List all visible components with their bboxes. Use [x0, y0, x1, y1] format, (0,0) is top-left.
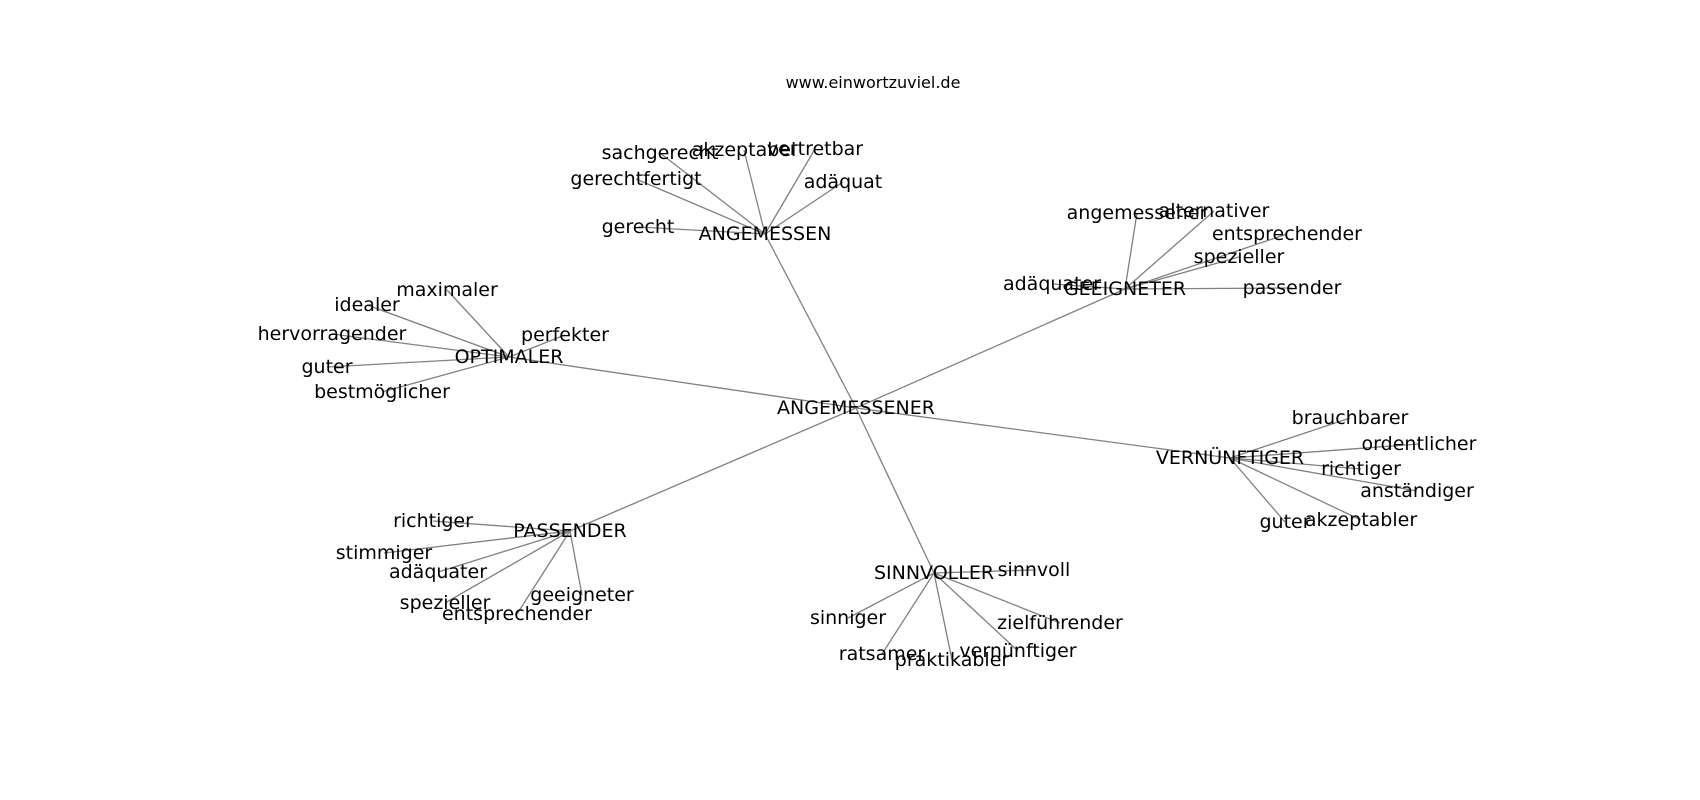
- edge-hub-1-leaf-2: [1124, 233, 1288, 290]
- leaf-node-label: spezieller: [400, 592, 491, 614]
- leaf-node-label: spezieller: [1194, 246, 1285, 268]
- edge-root-hub-2: [508, 356, 857, 409]
- hub-node-label: SINNVOLLER: [874, 562, 994, 584]
- edge-hub-1-leaf-4: [1051, 283, 1126, 290]
- leaf-node-label: guter: [301, 356, 352, 378]
- leaf-node-label: akzeptabler: [1305, 509, 1417, 531]
- edge-hub-5-leaf-0: [933, 569, 1035, 574]
- edge-root-hub-4: [569, 407, 857, 532]
- leaf-node-label: hervorragender: [258, 323, 407, 345]
- edge-hub-2-leaf-1: [366, 304, 510, 358]
- leaf-node-label: maximaler: [396, 279, 498, 301]
- edge-hub-3-leaf-1: [1229, 443, 1420, 459]
- site-label: www.einwortzuviel.de: [786, 73, 961, 92]
- edge-hub-1-leaf-0: [1124, 212, 1138, 290]
- leaf-node-label: idealer: [334, 294, 400, 316]
- edge-hub-1-leaf-1: [1124, 210, 1215, 290]
- leaf-node-label: entsprechender: [442, 603, 592, 625]
- edge-hub-1-leaf-3: [1124, 256, 1240, 290]
- edge-hub-0-leaf-4: [764, 181, 844, 235]
- leaf-node-label: stimmiger: [336, 542, 433, 564]
- leaf-node-label: bestmöglicher: [314, 381, 450, 403]
- leaf-node-label: alternativer: [1159, 200, 1270, 222]
- edge-hub-2-leaf-3: [508, 334, 566, 358]
- edge-hub-3-leaf-5: [1229, 457, 1362, 521]
- edge-hub-3-leaf-0: [1229, 417, 1351, 459]
- leaf-node-label: passender: [1243, 277, 1342, 299]
- edge-hub-2-leaf-2: [331, 333, 510, 358]
- edge-hub-3-leaf-2: [1229, 457, 1362, 470]
- edge-hub-4-leaf-2: [437, 530, 571, 573]
- edge-hub-4-leaf-5: [516, 530, 571, 615]
- edge-hub-5-leaf-4: [881, 572, 935, 655]
- edge-hub-5-leaf-2: [933, 572, 1061, 624]
- leaf-node-label: entsprechender: [1212, 223, 1362, 245]
- leaf-node-label: anständiger: [1360, 480, 1474, 502]
- leaf-node-label: sinnvoll: [998, 559, 1071, 581]
- edge-hub-2-leaf-5: [381, 356, 510, 393]
- leaf-node-label: praktikabler: [895, 649, 1010, 671]
- labels-layer: ANGEMESSENERANGEMESSENsachgerechtakzepta…: [258, 138, 1477, 671]
- edge-hub-0-leaf-2: [764, 148, 816, 235]
- leaf-node-label: adäquater: [1003, 273, 1101, 295]
- hub-node-label: VERNÜNFTIGER: [1156, 446, 1304, 469]
- edge-hub-5-leaf-3: [933, 572, 1019, 652]
- edge-hub-3-leaf-4: [1229, 457, 1286, 523]
- edge-hub-5-leaf-5: [933, 572, 953, 661]
- leaf-node-label: perfekter: [521, 324, 609, 346]
- leaf-node-label: adäquater: [389, 561, 487, 583]
- edge-root-hub-5: [855, 407, 935, 574]
- leaf-node-label: akzeptabel: [692, 139, 797, 161]
- hub-node-label: ANGEMESSEN: [699, 223, 832, 245]
- edge-hub-0-leaf-1: [743, 149, 766, 235]
- edge-hub-4-leaf-0: [432, 520, 571, 532]
- edge-hub-4-leaf-3: [444, 530, 571, 604]
- leaf-node-label: geeigneter: [530, 584, 634, 606]
- edge-hub-2-leaf-4: [326, 356, 510, 368]
- edge-hub-1-leaf-5: [1124, 287, 1293, 290]
- leaf-node-label: adäquat: [804, 171, 883, 193]
- leaf-node-label: sachgerecht: [602, 142, 719, 164]
- edge-root-hub-0: [764, 233, 857, 409]
- leaf-node-label: vernünftiger: [959, 640, 1076, 662]
- leaf-node-label: richtiger: [1321, 458, 1401, 480]
- leaf-node-label: ordentlicher: [1362, 433, 1477, 455]
- edge-root-hub-3: [855, 407, 1231, 459]
- leaf-node-label: angemessener: [1067, 202, 1208, 224]
- edge-hub-0-leaf-5: [637, 226, 766, 235]
- edge-hub-4-leaf-1: [383, 530, 571, 554]
- hub-node-label: OPTIMALER: [455, 346, 564, 368]
- edges-layer: [326, 148, 1420, 661]
- leaf-node-label: gerecht: [602, 216, 675, 238]
- leaf-node-label: sinniger: [810, 607, 886, 629]
- leaf-node-label: zielführender: [997, 612, 1123, 634]
- edge-hub-0-leaf-3: [635, 178, 766, 235]
- leaf-node-label: gerechtfertigt: [570, 168, 701, 190]
- leaf-node-label: ratsamer: [839, 643, 926, 665]
- edge-hub-3-leaf-3: [1229, 457, 1418, 492]
- hub-node-label: PASSENDER: [513, 520, 626, 542]
- edge-hub-5-leaf-1: [847, 572, 935, 619]
- leaf-node-label: richtiger: [393, 510, 473, 532]
- edge-hub-0-leaf-0: [659, 152, 766, 235]
- edge-hub-2-leaf-0: [446, 289, 510, 358]
- leaf-node-label: brauchbarer: [1292, 407, 1409, 429]
- edge-hub-4-leaf-4: [569, 530, 583, 596]
- hub-node-label: GEEIGNETER: [1064, 278, 1186, 300]
- leaf-node-label: vertretbar: [767, 138, 863, 160]
- edge-root-hub-1: [855, 288, 1126, 409]
- leaf-node-label: guter: [1259, 511, 1310, 533]
- root-node-label: ANGEMESSENER: [777, 397, 935, 419]
